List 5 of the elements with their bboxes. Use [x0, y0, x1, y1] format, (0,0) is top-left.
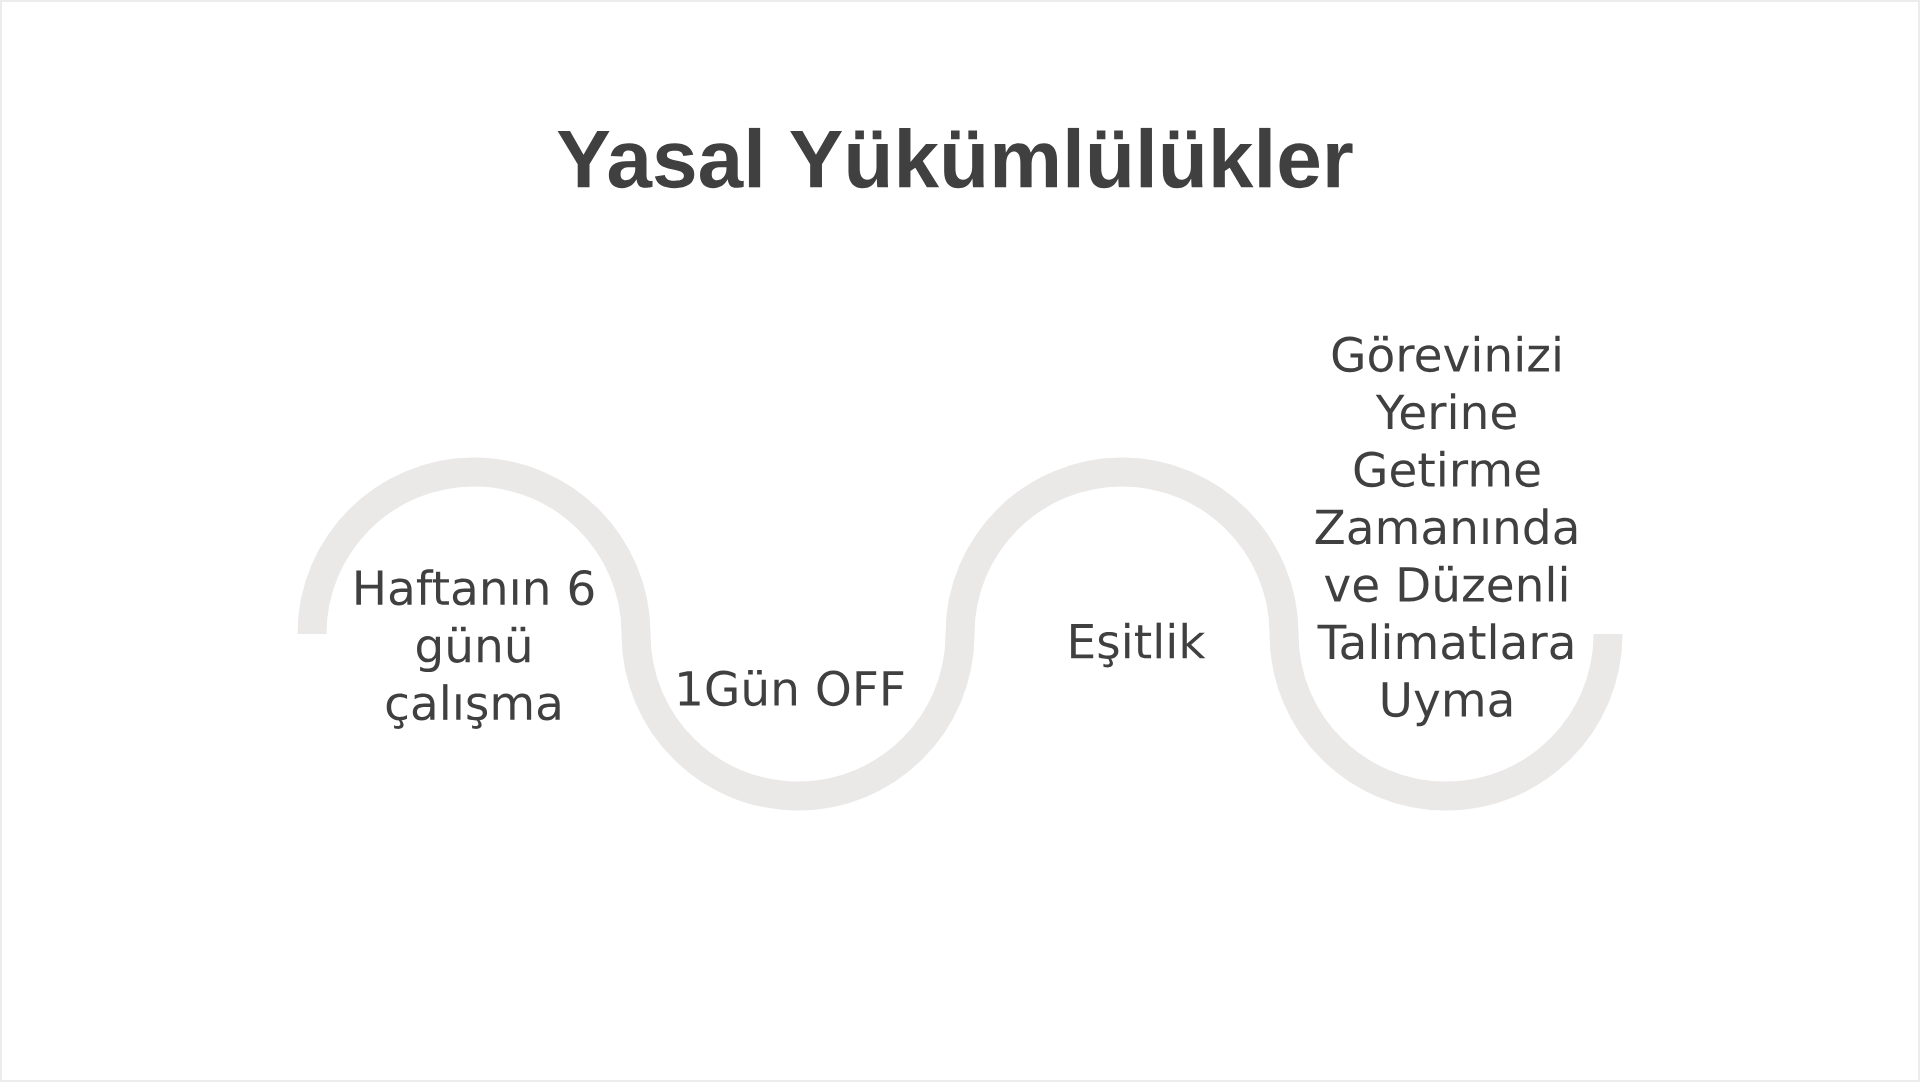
step-label: 1Gün OFF — [679, 669, 904, 707]
step-label: Görevinizi Yerine Getirme Zamanında ve Düzenli Talimatlara Uyma — [1315, 335, 1577, 727]
title: Yasal Yükümlülükler — [557, 127, 1353, 189]
step-label: Haftanın 6 günü çalışma — [356, 569, 594, 729]
step-label: Eşitlik — [1071, 622, 1206, 668]
